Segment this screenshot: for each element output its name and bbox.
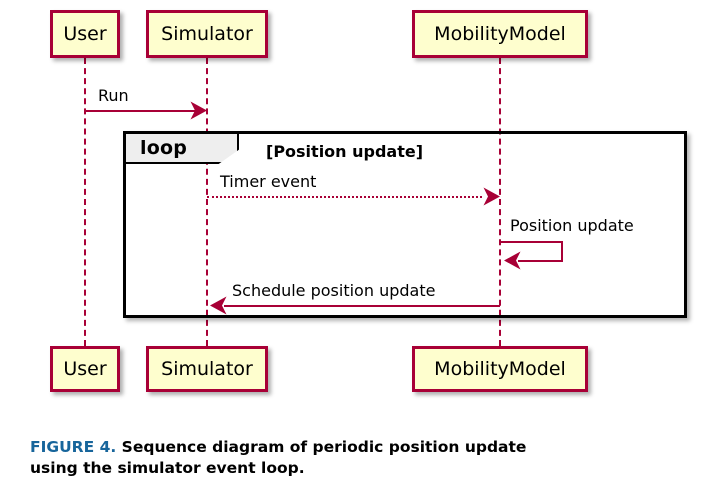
message-label-timer-event: Timer event — [220, 172, 317, 191]
participant-user-top[interactable]: User — [50, 10, 120, 58]
participant-mobilitymodel-bottom[interactable]: MobilityModel — [412, 346, 588, 392]
message-label-run: Run — [98, 86, 129, 105]
participant-label: User — [63, 357, 107, 380]
participant-label: Simulator — [161, 22, 253, 45]
fragment-guard-label: [Position update] — [266, 142, 424, 161]
message-arrowhead-schedule-position-update — [210, 296, 227, 315]
message-line-schedule-position-update — [224, 305, 500, 307]
participant-label: MobilityModel — [434, 22, 566, 45]
message-line-run — [85, 110, 197, 112]
figure-caption: FIGURE 4. Sequence diagram of periodic p… — [30, 437, 550, 480]
message-arrowhead-position-update — [504, 251, 521, 270]
self-message-segment-right — [561, 241, 563, 260]
message-label-schedule-position-update: Schedule position update — [232, 281, 436, 300]
participant-simulator-top[interactable]: Simulator — [146, 10, 268, 58]
participant-mobilitymodel-top[interactable]: MobilityModel — [412, 10, 588, 58]
participant-simulator-bottom[interactable]: Simulator — [146, 346, 268, 392]
sequence-diagram: User Simulator MobilityModel Run loop [P… — [50, 10, 687, 392]
lifeline-simulator — [206, 58, 208, 346]
self-message-segment-top — [500, 241, 563, 243]
lifeline-user — [84, 58, 86, 346]
message-label-position-update: Position update — [510, 216, 634, 235]
message-arrowhead-run — [190, 101, 207, 120]
figure-number: FIGURE 4. — [30, 438, 117, 456]
participant-label: User — [63, 22, 107, 45]
participant-user-bottom[interactable]: User — [50, 346, 120, 392]
figure-caption-text: Sequence diagram of periodic position up… — [30, 438, 527, 478]
message-arrowhead-timer-event — [483, 187, 500, 206]
fragment-operator-label: loop — [140, 137, 188, 159]
participant-label: MobilityModel — [434, 357, 566, 380]
fragment-loop — [123, 131, 687, 318]
message-line-timer-event — [207, 196, 482, 198]
participant-label: Simulator — [161, 357, 253, 380]
fragment-operator-tab: loop — [126, 134, 239, 164]
self-message-segment-bottom — [518, 260, 563, 262]
lifeline-mobilitymodel — [499, 58, 501, 346]
